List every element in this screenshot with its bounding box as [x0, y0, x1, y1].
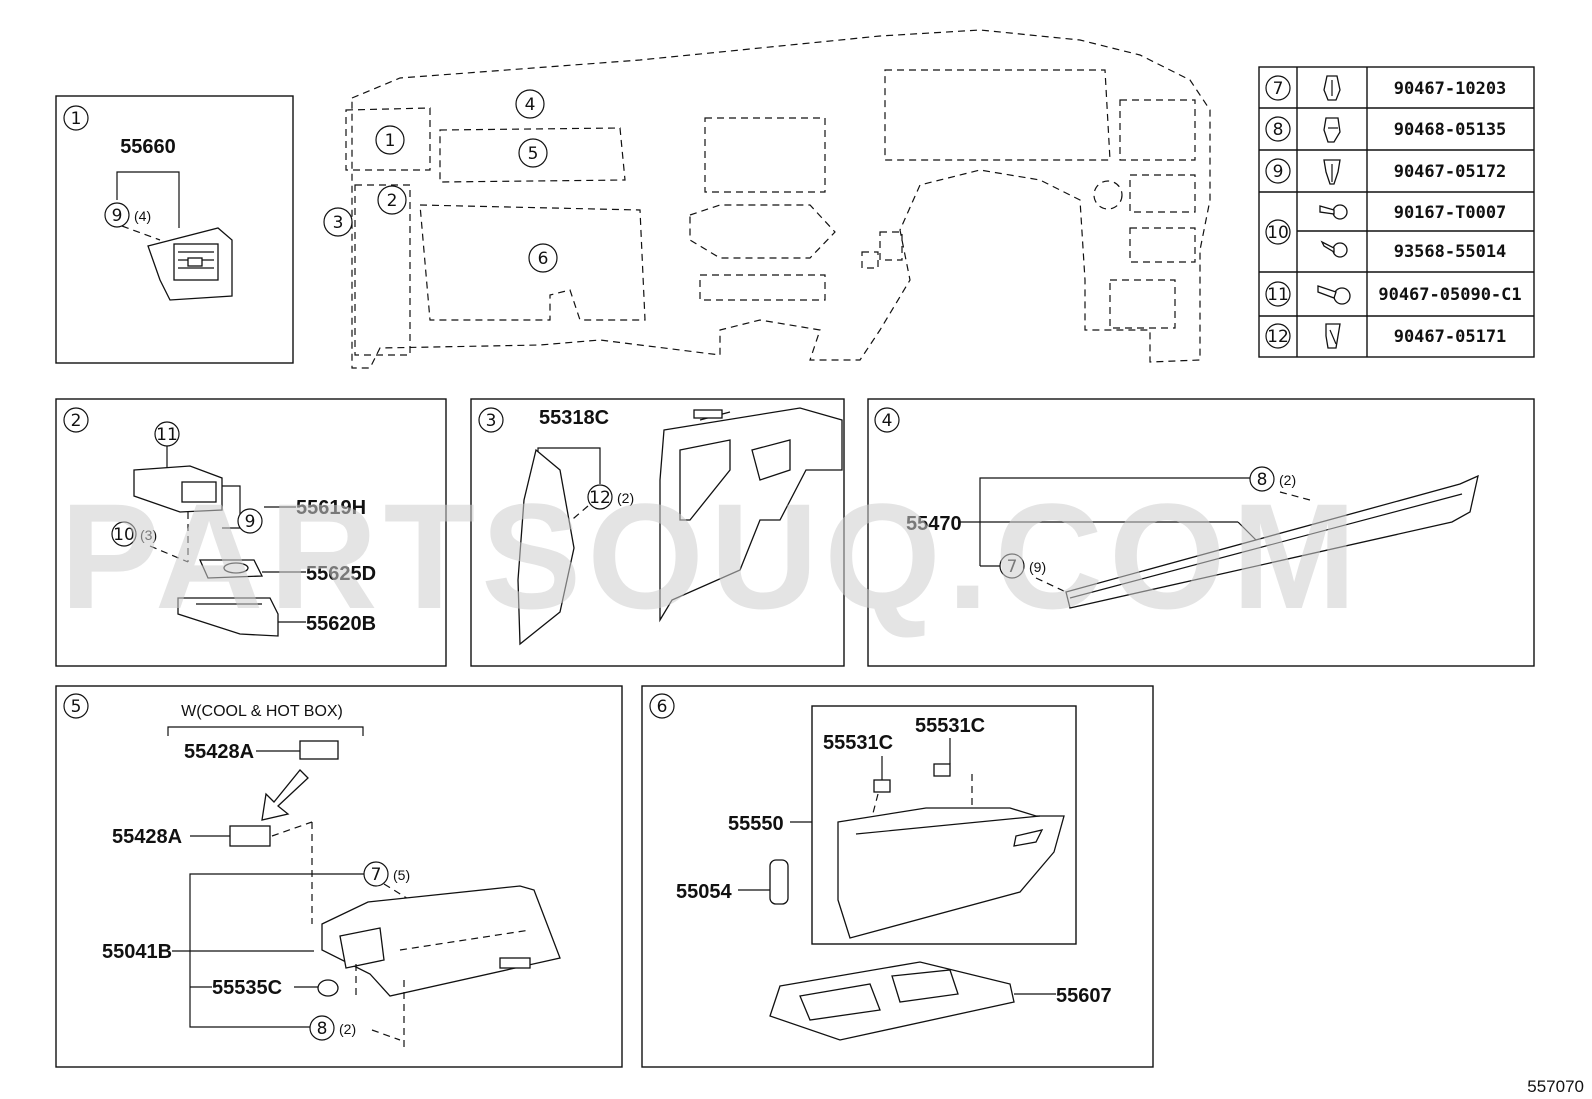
table-ref-9: 9 [1273, 162, 1284, 182]
callout-4: 4 [525, 95, 536, 115]
overview-callouts: 1 2 3 4 5 6 [323, 89, 558, 273]
watermark: PARTSOUQ.COM [60, 472, 1363, 640]
clip-icon [1323, 75, 1341, 101]
panel-3-ref: 3 [486, 411, 497, 431]
part-55428A-top: 55428A [184, 741, 254, 763]
table-ref-11: 11 [1267, 285, 1289, 305]
clip-7-callout: 7 [1007, 557, 1018, 577]
table-part-90468-05135: 90468-05135 [1394, 120, 1507, 140]
table-part-90167-T0007: 90167-T0007 [1394, 203, 1507, 223]
part-55531C-right: 55531C [915, 715, 985, 737]
upper-trim-strip-part [1065, 474, 1479, 609]
clip-11-callout: 11 [156, 425, 178, 445]
clip-icon [1323, 117, 1341, 143]
drawer-part [177, 597, 279, 637]
callout-3: 3 [333, 213, 344, 233]
fastener-table: 7 8 9 10 11 12 90467-10203 90468-05135 9… [1258, 66, 1535, 358]
part-55535C: 55535C [212, 977, 282, 999]
panel-4: 4 55470 8 (2) 7 (9) [867, 398, 1535, 667]
panel-3: 3 55318C 12 (2) [470, 398, 845, 667]
clip-7-qty: (5) [393, 867, 410, 883]
panel-5-ref: 5 [71, 697, 82, 717]
part-55054: 55054 [676, 881, 732, 903]
clip-9-callout: 9 [112, 206, 123, 226]
callout-2: 2 [387, 191, 398, 211]
screw-icon [1320, 240, 1348, 258]
clip-8-qty: (2) [339, 1021, 356, 1037]
callout-5: 5 [528, 144, 539, 164]
table-ref-7: 7 [1273, 79, 1284, 99]
switch-bracket-part [133, 465, 223, 513]
screw-icon [1319, 204, 1348, 220]
cool-hot-box-part [321, 885, 561, 997]
dash-side-structure [659, 407, 843, 623]
clip-12-callout: 12 [589, 488, 611, 508]
panel-1-ref: 1 [71, 109, 82, 129]
clip-12-qty: (2) [617, 490, 634, 506]
cup-holder-part [198, 559, 264, 579]
clip-9-qty: (4) [134, 208, 151, 224]
panel-2-ref: 2 [71, 411, 82, 431]
table-ref-8: 8 [1273, 120, 1284, 140]
clip-7-callout: 7 [371, 865, 382, 885]
part-55318C: 55318C [539, 407, 609, 429]
callout-6: 6 [538, 249, 549, 269]
part-55470: 55470 [906, 513, 962, 535]
part-55428A-mid: 55428A [112, 826, 182, 848]
table-part-90467-05171: 90467-05171 [1394, 327, 1507, 347]
variant-label: W(COOL & HOT BOX) [181, 703, 343, 720]
panel-6-ref: 6 [657, 697, 668, 717]
panel-1: 1 55660 9 (4) [55, 95, 294, 364]
table-part-90467-05090-C1: 90467-05090-C1 [1378, 285, 1521, 305]
air-vent-part [147, 227, 233, 301]
callout-1: 1 [385, 131, 396, 151]
tray-part [769, 961, 1015, 1041]
table-part-93568-55014: 93568-55014 [1394, 242, 1507, 262]
dashboard-overview [345, 29, 1211, 369]
part-55620B: 55620B [306, 613, 376, 635]
clip-9-callout: 9 [245, 512, 256, 532]
side-cover-part [517, 448, 575, 646]
panel-2: 2 11 9 55619H 10 (3) 55625D 55620B [55, 398, 447, 667]
screw-10-qty: (3) [140, 527, 157, 543]
table-part-90467-05172: 90467-05172 [1394, 162, 1507, 182]
pin-icon [1317, 285, 1351, 305]
part-55550: 55550 [728, 813, 784, 835]
glove-box-part [837, 807, 1065, 939]
part-55619H: 55619H [296, 497, 366, 519]
part-55625D: 55625D [306, 563, 376, 585]
table-ref-10: 10 [1267, 223, 1289, 243]
clip-7-qty: (9) [1029, 559, 1046, 575]
table-ref-12: 12 [1267, 327, 1289, 347]
part-55660: 55660 [120, 136, 176, 158]
arrow-icon [261, 769, 309, 821]
screw-10-callout: 10 [113, 525, 135, 545]
panel-5: 5 W(COOL & HOT BOX) 55428A 55428A 7 (5) … [55, 685, 623, 1068]
stopper-part [933, 763, 951, 777]
table-part-90467-10203: 90467-10203 [1394, 79, 1507, 99]
panel-6: 6 55531C 55531C 55550 55054 55607 [641, 685, 1154, 1068]
clip-icon [1325, 323, 1341, 349]
diagram-code: 557070 [1527, 1077, 1584, 1096]
damper-part [769, 859, 789, 905]
clip-icon [1323, 159, 1341, 185]
clip-8-callout: 8 [317, 1019, 328, 1039]
clip-8-qty: (2) [1279, 472, 1296, 488]
panel-4-ref: 4 [882, 411, 893, 431]
stopper-part [873, 779, 891, 793]
part-55607: 55607 [1056, 985, 1112, 1007]
clip-8-callout: 8 [1257, 470, 1268, 490]
part-55041B: 55041B [102, 941, 172, 963]
part-55531C-left: 55531C [823, 732, 893, 754]
